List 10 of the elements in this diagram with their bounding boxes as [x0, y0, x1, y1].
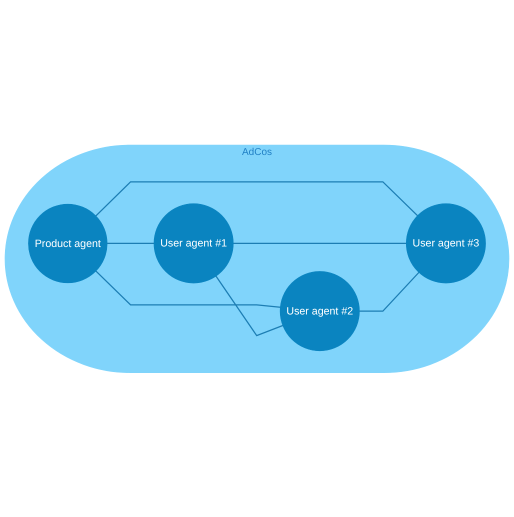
node-circle: User agent #3 [406, 203, 486, 283]
connector [95, 180, 418, 216]
connector [233, 242, 406, 244]
connector [215, 275, 284, 336]
node-circle: User agent #2 [280, 270, 360, 351]
node-circle: Product agent [28, 204, 108, 283]
connector [107, 242, 154, 244]
connector [95, 270, 280, 308]
connector [359, 272, 420, 312]
node-circle: User agent #1 [154, 203, 234, 283]
